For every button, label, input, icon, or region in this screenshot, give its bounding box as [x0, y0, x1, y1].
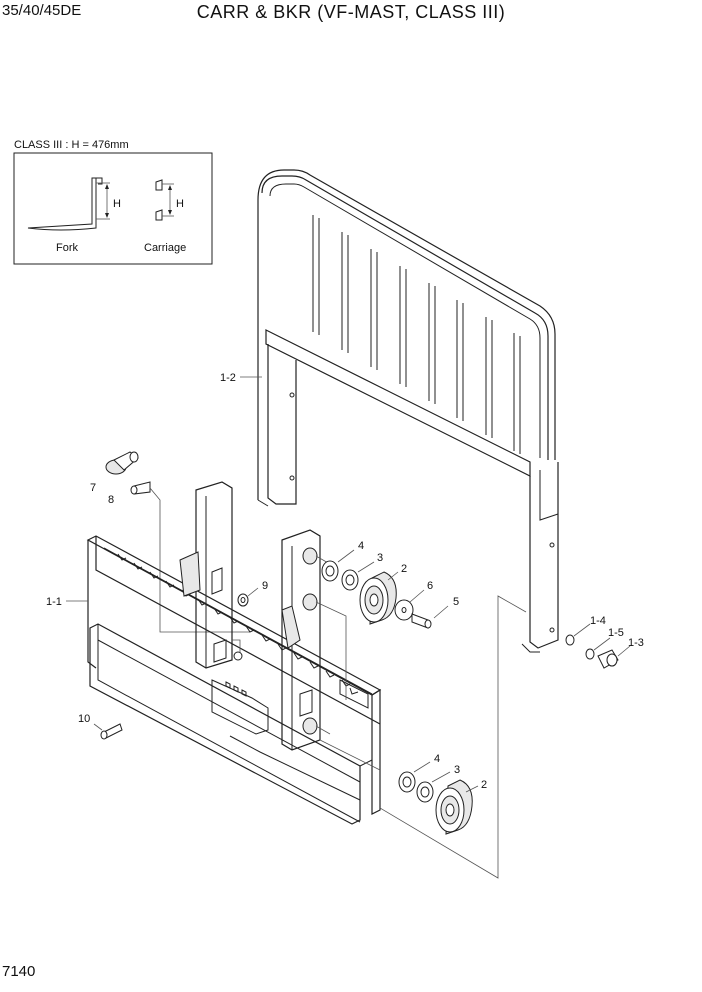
- shim-4-lower: [398, 771, 416, 793]
- part-9: 9: [237, 580, 268, 607]
- inset-caption: CLASS III : H = 476mm: [14, 139, 129, 151]
- inset-frame: [13, 152, 213, 265]
- callout-1-4: 1-4: [590, 615, 606, 627]
- fork-h-label: H: [113, 198, 121, 210]
- roller-shafts: [302, 547, 347, 735]
- washer-1-5: [585, 648, 595, 660]
- callout-9: 9: [262, 580, 268, 592]
- callout-3-upper: 3: [377, 552, 383, 564]
- backrest-bars: [312, 215, 521, 454]
- lower-roller-assembly: 4 3 2: [398, 753, 487, 835]
- callout-3-lower: 3: [454, 764, 460, 776]
- fork-sketch: H Fork: [27, 177, 121, 254]
- callout-4-upper: 4: [358, 540, 364, 552]
- callout-8: 8: [108, 494, 114, 506]
- shim-3-upper: [341, 569, 359, 591]
- callout-5: 5: [453, 596, 459, 608]
- carriage-h-label: H: [176, 198, 184, 210]
- part-7-8: 7 8: [90, 451, 250, 633]
- callout-1-3: 1-3: [628, 637, 644, 649]
- shim-3-lower: [416, 781, 434, 803]
- page-number: 7140: [2, 963, 36, 980]
- model-number: 35/40/45DE: [2, 2, 82, 19]
- callout-7: 7: [90, 482, 96, 494]
- part-10: 10: [78, 713, 123, 740]
- class-inset: CLASS III : H = 476mm H Fork H Carriage: [13, 139, 213, 265]
- carriage-sketch: H Carriage: [144, 179, 186, 254]
- upper-roller-assembly: 4 3 2 6 5: [321, 540, 459, 629]
- backrest-fasteners: 1-4 1-5 1-3: [565, 615, 644, 669]
- carriage-notches: [117, 553, 351, 687]
- callout-1-1: 1-1: [46, 596, 62, 608]
- carriage-label: Carriage: [144, 242, 186, 254]
- callout-2-upper: 2: [401, 563, 407, 575]
- carriage: 1-1: [46, 481, 382, 825]
- page-title: CARR & BKR (VF-MAST, CLASS III): [196, 2, 506, 22]
- callout-2-lower: 2: [481, 779, 487, 791]
- callout-1-5: 1-5: [608, 627, 624, 639]
- washer-1-4: [565, 634, 575, 646]
- load-backrest: 1-2: [220, 169, 559, 653]
- callout-1-2: 1-2: [220, 372, 236, 384]
- callout-10: 10: [78, 713, 90, 725]
- reference-lines: [319, 595, 527, 879]
- shim-4-upper: [321, 560, 339, 582]
- callout-4-lower: 4: [434, 753, 440, 765]
- callout-6: 6: [427, 580, 433, 592]
- washer-6: [394, 599, 414, 621]
- fork-label: Fork: [56, 242, 79, 254]
